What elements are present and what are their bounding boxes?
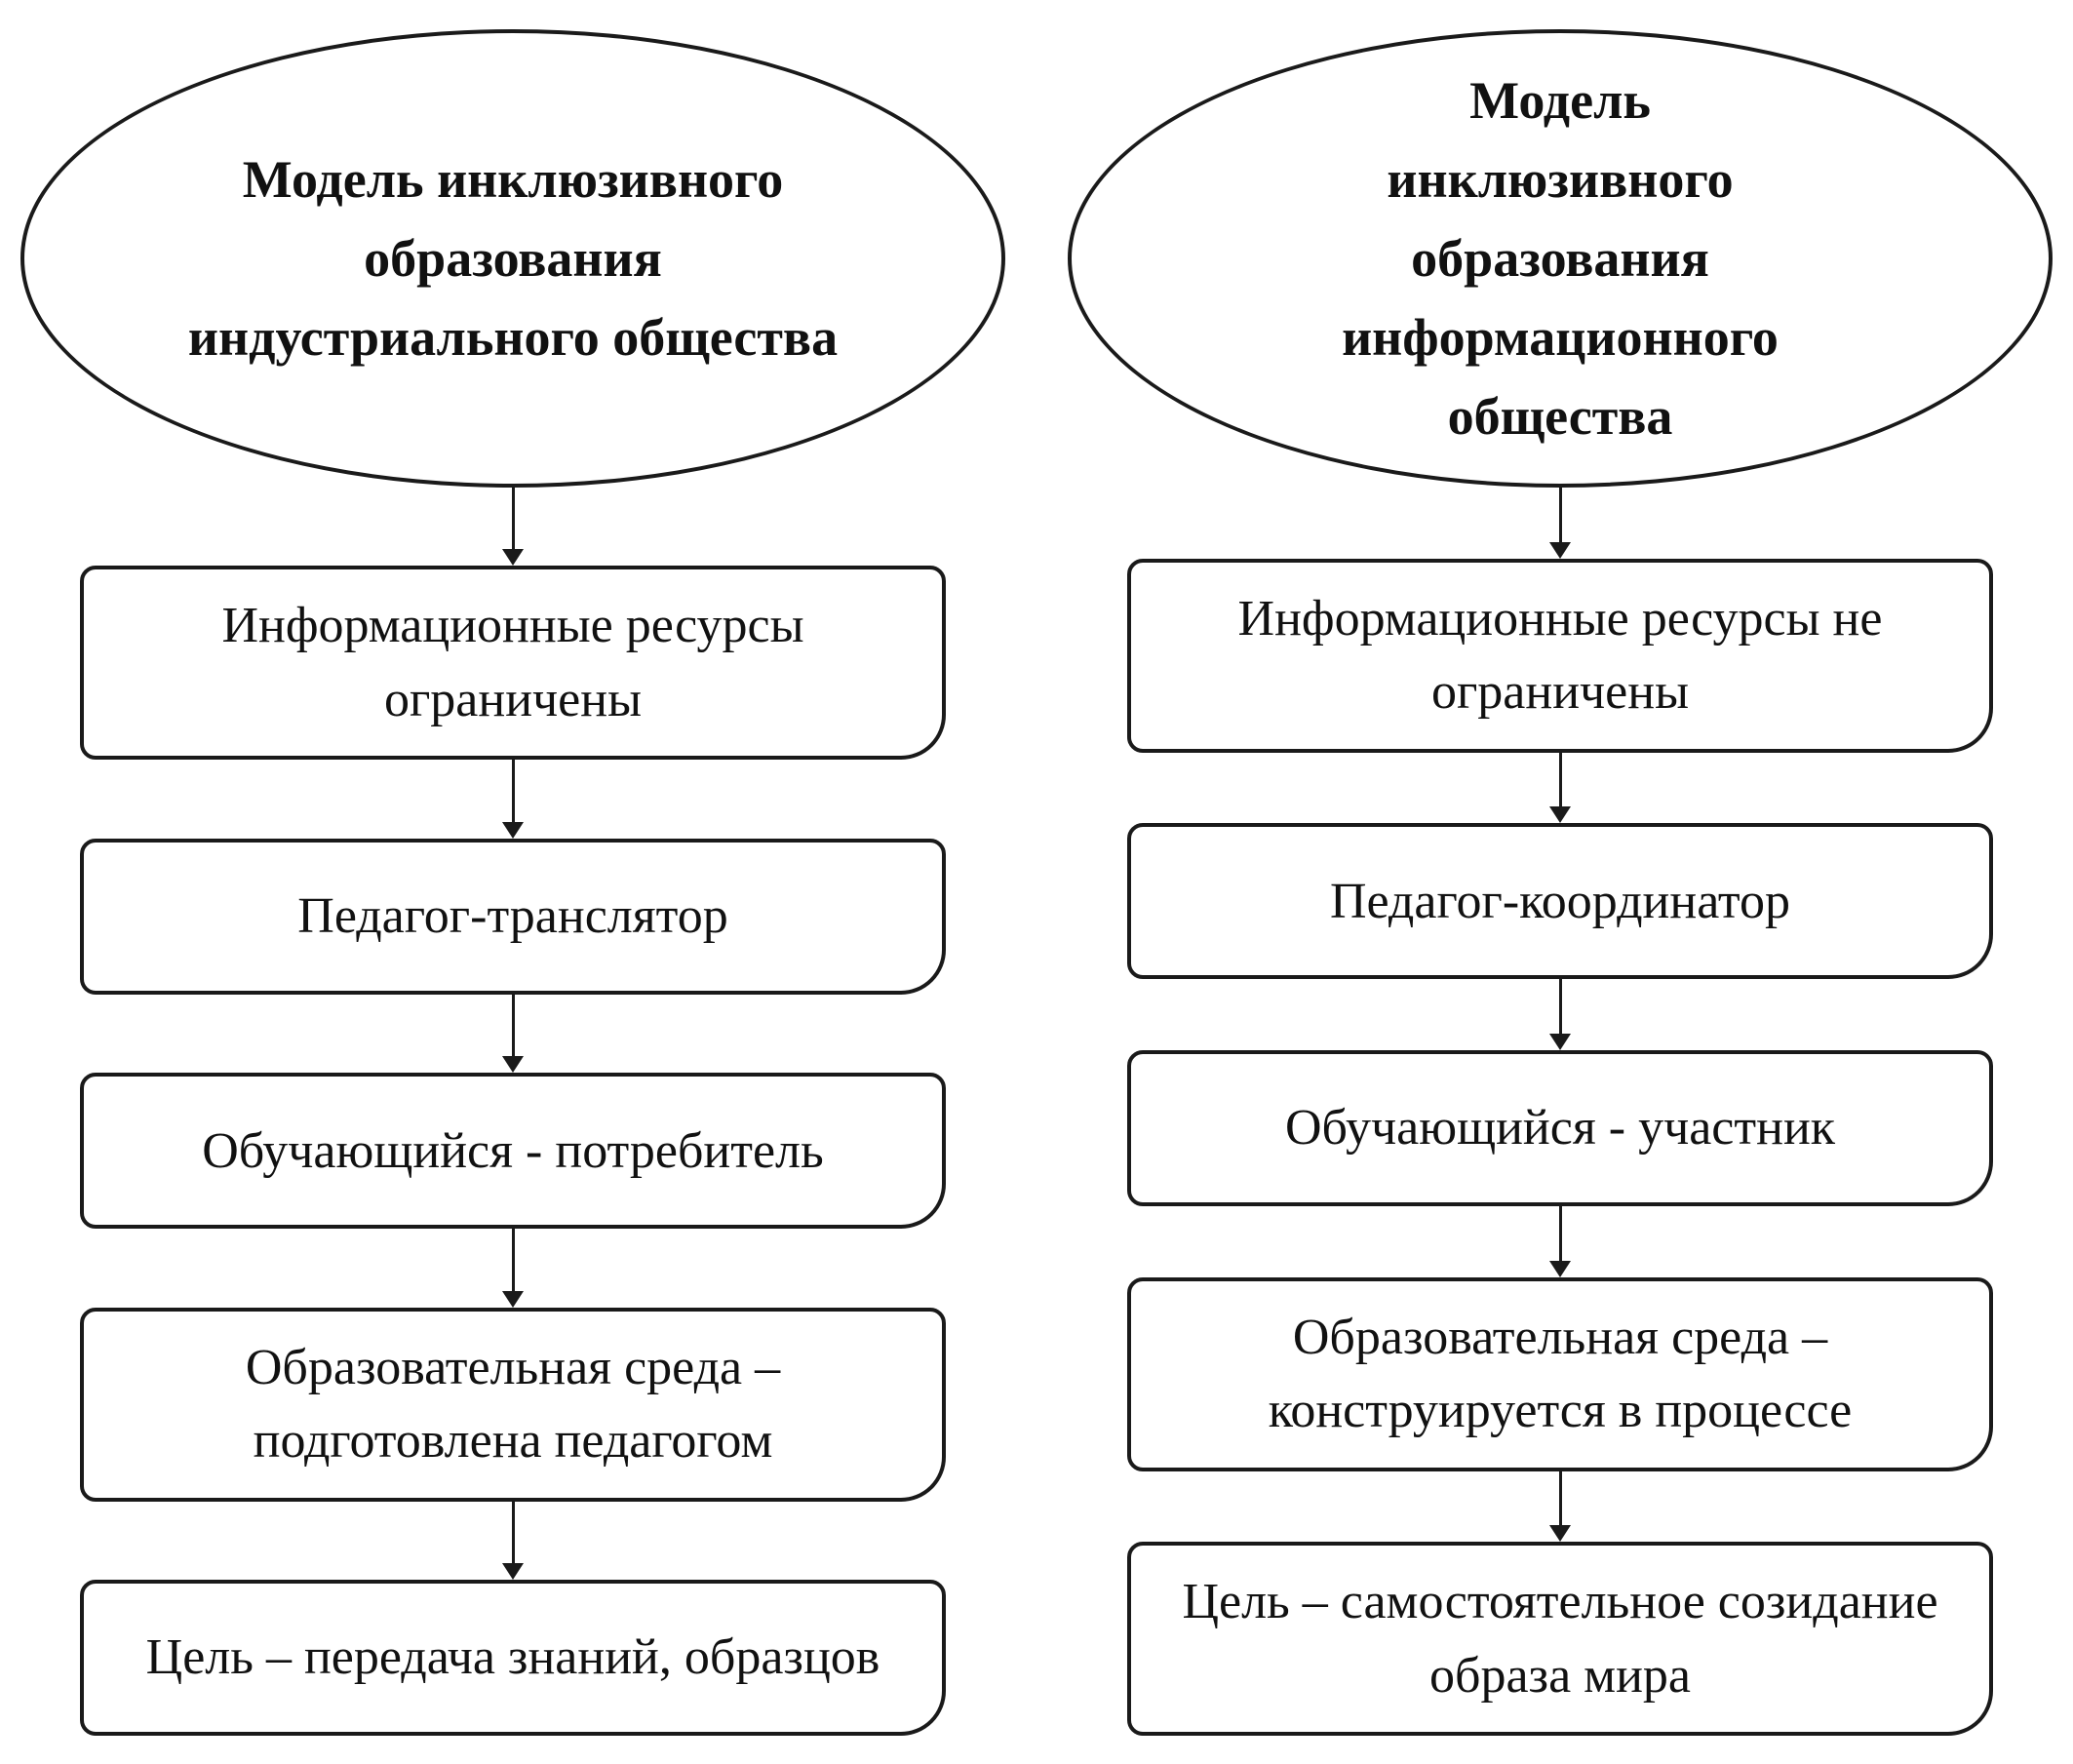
flow-step-teacher-coordinator: Педагог-координатор: [1126, 823, 1994, 980]
arrow-head: [1549, 806, 1571, 824]
flow-step-environment-constructed: Образовательная среда – конструируется в…: [1126, 1276, 1994, 1471]
arrow-shaft: [1558, 488, 1562, 542]
down-arrow-icon: [502, 994, 524, 1074]
flow-step-learner-consumer: Обучающийся - потребитель: [79, 1073, 947, 1230]
down-arrow-icon: [502, 760, 524, 839]
down-arrow-icon: [1549, 1205, 1571, 1277]
arrow-shaft: [1558, 1205, 1562, 1261]
industrial-model-title: Модель инклюзивного образования индустри…: [187, 149, 839, 367]
flow-step-goal-world-image: Цель – самостоятельное созидание образа …: [1126, 1542, 1994, 1737]
down-arrow-icon: [502, 1501, 524, 1580]
flow-step-resources-unlimited: Информационные ресурсы не ограничены: [1126, 558, 1994, 753]
flow-step-goal-knowledge-transfer: Цель – передача знаний, образцов: [79, 1579, 947, 1736]
information-model-title-ellipse: Модель инклюзивного образования информац…: [1068, 29, 2053, 488]
arrow-shaft: [511, 488, 515, 550]
arrow-head: [1549, 1033, 1571, 1050]
flow-step-learner-participant: Обучающийся - участник: [1126, 1049, 1994, 1206]
arrow-shaft: [511, 994, 515, 1057]
arrow-head: [502, 1056, 524, 1074]
arrow-shaft: [1558, 1470, 1562, 1526]
arrow-shaft: [511, 1501, 515, 1563]
flow-step-teacher-translator: Педагог-транслятор: [79, 838, 947, 995]
flow-step-resources-limited: Информационные ресурсы ограничены: [79, 566, 947, 761]
information-society-column: Модель инклюзивного образования информац…: [1068, 29, 2053, 1737]
information-model-title: Модель инклюзивного образования информац…: [1342, 70, 1779, 446]
arrow-head: [502, 821, 524, 839]
arrow-head: [502, 1562, 524, 1580]
down-arrow-icon: [502, 1229, 524, 1308]
arrow-shaft: [511, 760, 515, 822]
down-arrow-icon: [1549, 1470, 1571, 1543]
arrow-head: [1549, 1260, 1571, 1277]
down-arrow-icon: [1549, 979, 1571, 1050]
down-arrow-icon: [1549, 488, 1571, 559]
arrow-shaft: [511, 1229, 515, 1291]
arrow-shaft: [1558, 752, 1562, 807]
arrow-head: [502, 549, 524, 567]
industrial-model-title-ellipse: Модель инклюзивного образования индустри…: [20, 29, 1005, 488]
down-arrow-icon: [502, 488, 524, 567]
arrow-head: [1549, 1525, 1571, 1543]
down-arrow-icon: [1549, 752, 1571, 824]
arrow-head: [1549, 541, 1571, 559]
arrow-shaft: [1558, 979, 1562, 1034]
arrow-head: [502, 1290, 524, 1308]
flow-step-environment-prepared: Образовательная среда – подготовлена пед…: [79, 1307, 947, 1502]
industrial-society-column: Модель инклюзивного образования индустри…: [20, 29, 1005, 1736]
